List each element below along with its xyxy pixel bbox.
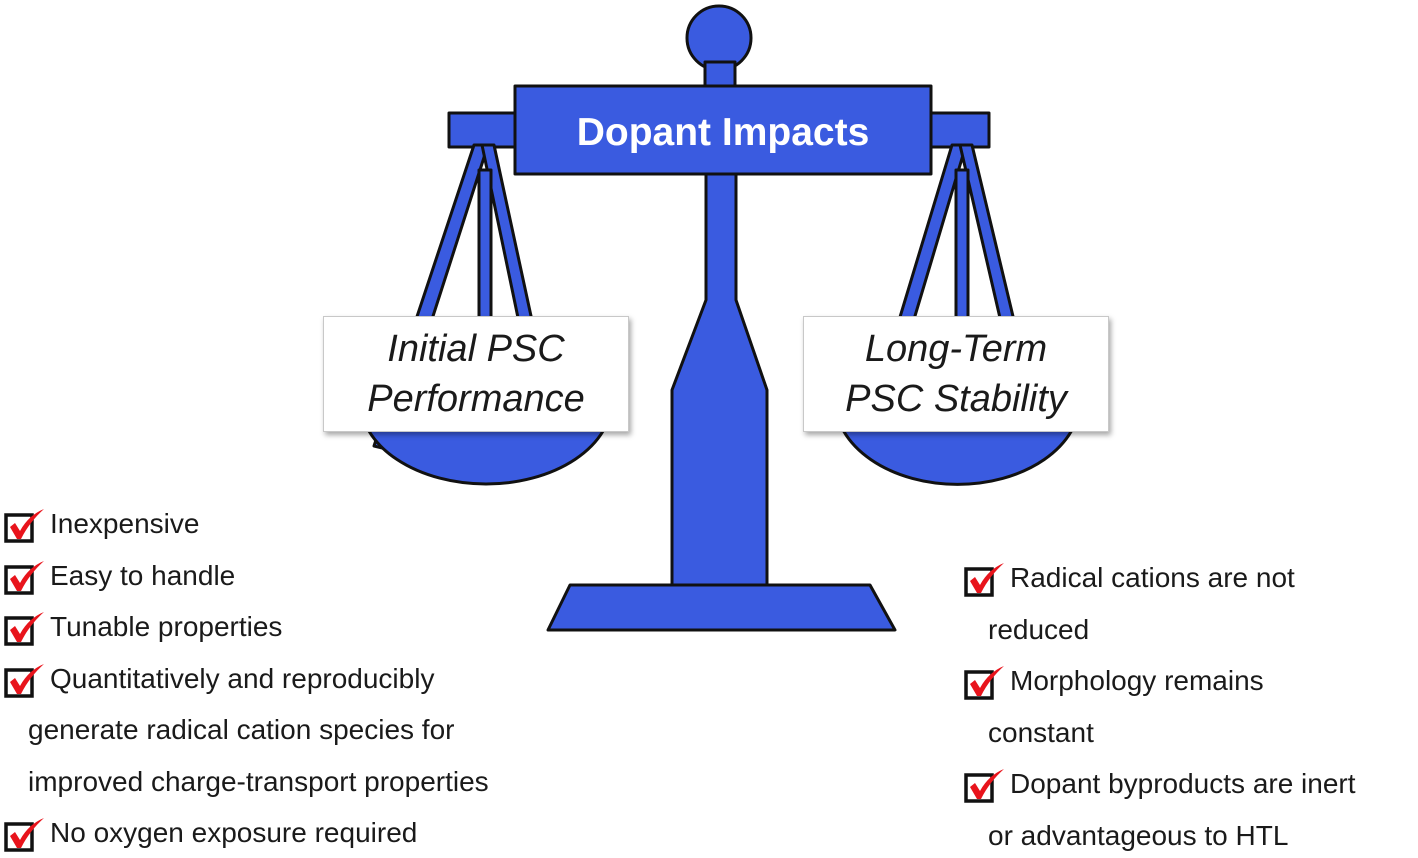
right-checklist-item: Morphology remains constant [964, 655, 1356, 758]
right-checklist-item-text: reduced [988, 613, 1090, 645]
scale-pole [670, 168, 769, 592]
scale-base [546, 583, 897, 632]
right-checklist-item-text: Morphology remains [1010, 665, 1264, 696]
left-checklist-item-text: improved charge-transport properties [28, 765, 489, 797]
check-mark-icon [970, 563, 1004, 593]
left-checklist-item-text: Tunable properties [50, 611, 283, 642]
checkbox-checked-icon [4, 818, 44, 852]
left-checklist-item: Easy to handle [4, 550, 489, 602]
right-checklist-item-text: Dopant byproducts are inert [1010, 768, 1356, 799]
left-checklist-item: Tunable properties [4, 601, 489, 653]
left-checklist-item: Quantitatively and reproducibly generate … [4, 653, 489, 808]
check-mark-icon [10, 509, 44, 539]
checkbox-checked-icon [4, 509, 44, 543]
right-checklist-item: Radical cations are not reduced [964, 552, 1356, 655]
right-checklist-item: Dopant byproducts are inert or advantageo… [964, 758, 1356, 858]
left-pan-label-line-2: Performance [367, 378, 585, 420]
right-pan-label-line-1: Long-Term [864, 328, 1048, 370]
left-pan-label: Initial PSC Performance [323, 316, 629, 432]
left-checklist-item: No oxygen exposure required [4, 807, 489, 858]
checkbox-checked-icon [964, 563, 1004, 597]
check-mark-icon [10, 818, 44, 848]
left-checklist-item-text: Quantitatively and reproducibly [50, 662, 435, 694]
left-checklist-item-text: No oxygen exposure required [50, 817, 418, 848]
right-checklist-item-text: Radical cations are not [1010, 562, 1295, 593]
checkbox-checked-icon [964, 666, 1004, 700]
scale-knob [685, 4, 753, 72]
left-pan-label-line-1: Initial PSC [387, 328, 565, 370]
right-pan-label-line-2: PSC Stability [845, 378, 1067, 420]
check-mark-icon [970, 769, 1004, 799]
check-mark-icon [10, 560, 44, 591]
right-pan-label: Long-Term PSC Stability [803, 316, 1109, 432]
right-checklist-item-text: or advantageous to HTL [988, 819, 1289, 851]
left-checklist-item-text: Easy to handle [50, 559, 236, 591]
check-mark-icon [10, 612, 44, 642]
left-checklist-item-text: Inexpensive [50, 508, 200, 539]
checkbox-checked-icon [4, 612, 44, 646]
right-checklist-item-text: constant [988, 716, 1094, 748]
checkbox-checked-icon [964, 769, 1004, 803]
left-checklist-item-text: generate radical cation species for [28, 714, 455, 745]
left-checklist-item: Inexpensive [4, 498, 489, 550]
check-mark-icon [970, 666, 1004, 696]
checkbox-checked-icon [4, 663, 44, 698]
check-mark-icon [10, 663, 44, 694]
checkbox-checked-icon [4, 560, 44, 595]
title-text: Dopant Impacts [577, 111, 870, 154]
title-plate [513, 84, 933, 176]
